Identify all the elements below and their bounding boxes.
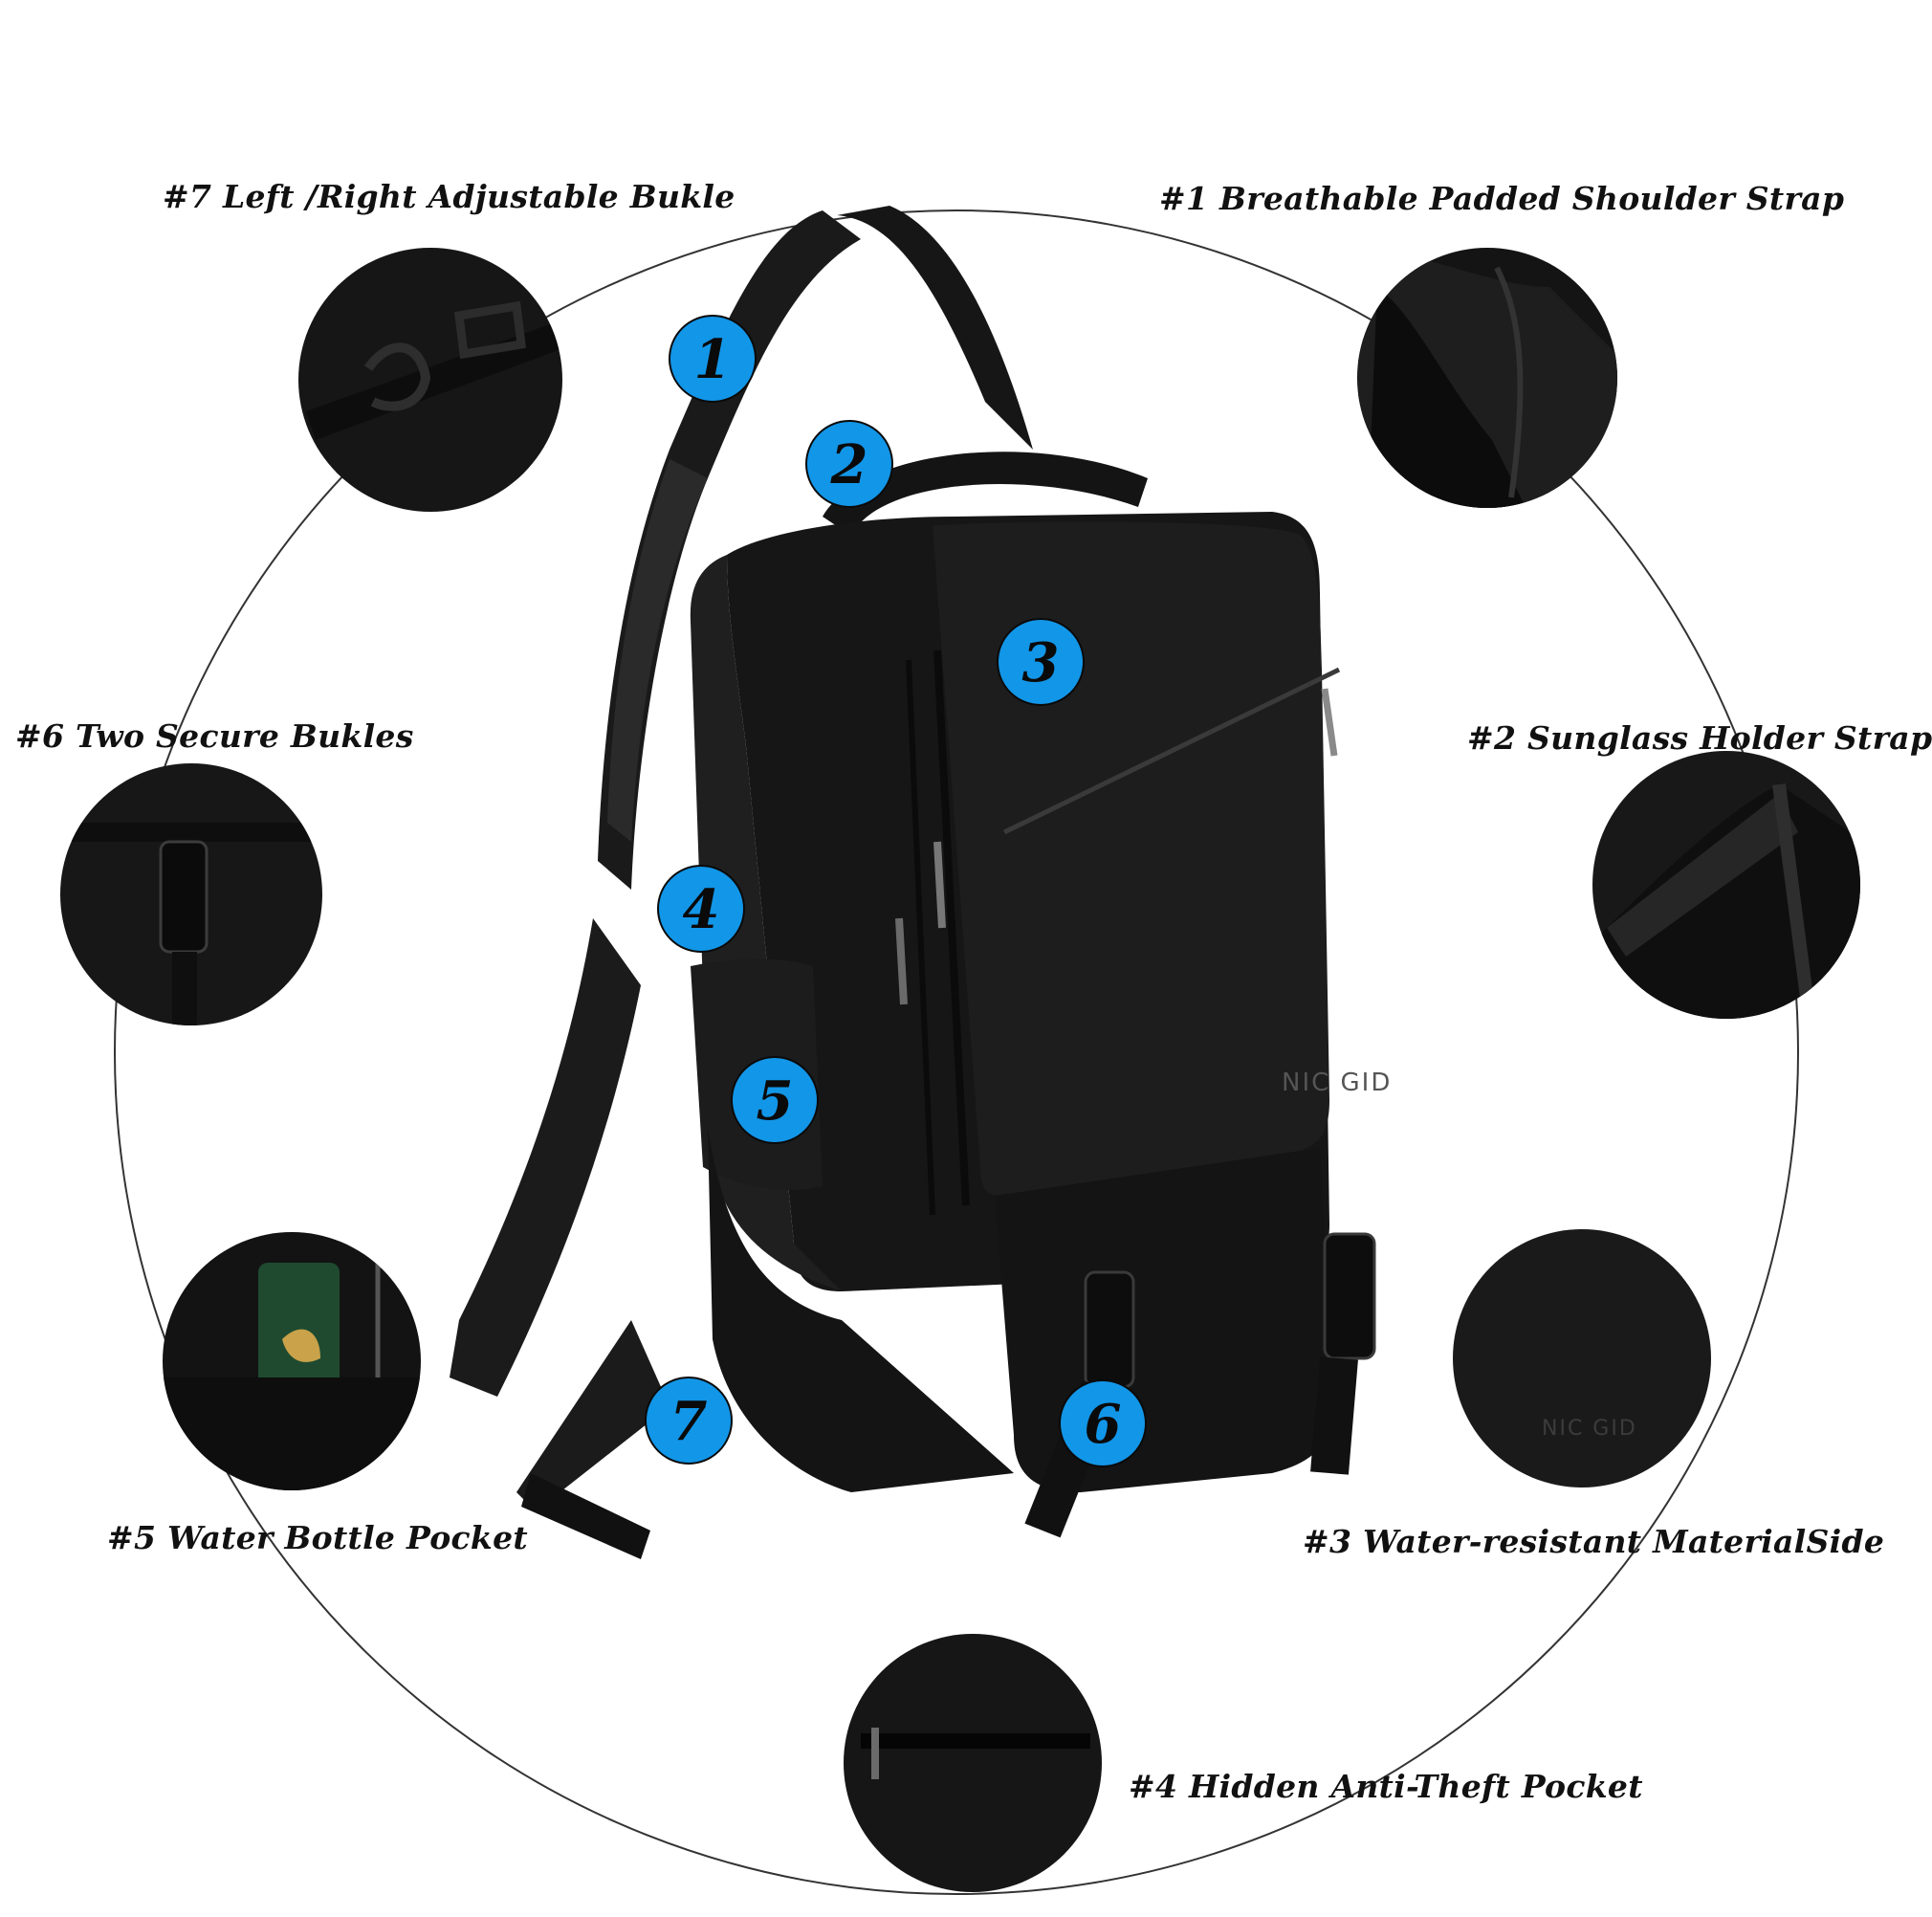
callout-label-2: #2 Sunglass Holder Strap xyxy=(1467,719,1932,757)
sling-backpack xyxy=(450,206,1376,1559)
marker-4: 4 xyxy=(657,865,745,953)
guide-ring xyxy=(114,209,1799,1895)
callout-label-3: #3 Water-resistant MaterialSide xyxy=(1303,1523,1885,1560)
marker-5: 5 xyxy=(731,1056,819,1144)
detail-circle-3: NIC GID xyxy=(1453,1229,1711,1487)
detail-circle-7 xyxy=(298,248,562,512)
marker-7: 7 xyxy=(645,1377,733,1465)
svg-text:4: 4 xyxy=(683,878,720,941)
svg-text:7: 7 xyxy=(670,1390,708,1453)
brand-logo-closeup: NIC GID xyxy=(1542,1417,1637,1441)
svg-text:6: 6 xyxy=(1085,1393,1122,1456)
marker-2: 2 xyxy=(805,420,893,508)
callout-label-7: #7 Left /Right Adjustable Bukle xyxy=(163,178,735,215)
detail-circle-4 xyxy=(844,1634,1102,1892)
svg-text:2: 2 xyxy=(830,433,868,496)
svg-text:3: 3 xyxy=(1022,631,1060,694)
svg-text:1: 1 xyxy=(694,328,732,391)
detail-circle-6 xyxy=(60,763,322,1025)
callout-label-4: #4 Hidden Anti-Theft Pocket xyxy=(1129,1768,1643,1805)
svg-text:5: 5 xyxy=(757,1069,794,1133)
detail-circle-5 xyxy=(163,1232,421,1490)
detail-circle-1 xyxy=(1357,248,1617,508)
brand-logo-text: NIC GID xyxy=(1282,1069,1392,1097)
marker-6: 6 xyxy=(1059,1379,1147,1467)
marker-3: 3 xyxy=(997,618,1085,706)
callout-label-1: #1 Breathable Padded Shoulder Strap xyxy=(1159,180,1845,217)
marker-1: 1 xyxy=(669,315,757,403)
callout-label-5: #5 Water Bottle Pocket xyxy=(107,1519,528,1556)
detail-circle-2 xyxy=(1592,751,1860,1019)
callout-label-6: #6 Two Secure Bukles xyxy=(15,717,414,755)
